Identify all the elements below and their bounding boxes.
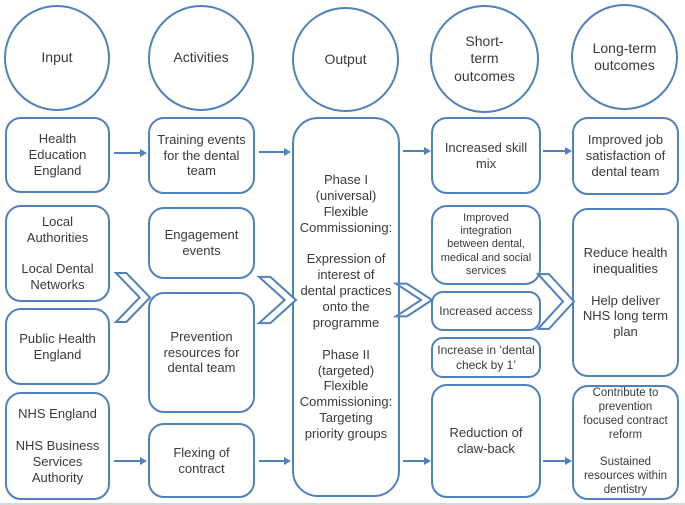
double-chevron-icon — [258, 276, 297, 324]
box-public-health-england: Public Health England — [5, 308, 110, 385]
box-local-authorities-local-dental-networks: Local Authorities Local Dental Networks — [5, 205, 110, 302]
box-health-education-england: Health Education England — [5, 117, 110, 193]
right-arrow-icon — [543, 150, 570, 152]
box-flexing-of-contract: Flexing of contract — [148, 423, 255, 498]
right-arrow-icon — [403, 460, 429, 462]
box-reduction-of-claw-back: Reduction of claw-back — [431, 384, 541, 498]
box-prevention-resources: Prevention resources for dental team — [148, 292, 255, 413]
box-improved-integration: Improved integration between dental, med… — [431, 205, 541, 285]
right-arrow-icon — [403, 150, 429, 152]
box-nhs-england-nhs-business-services-authority: NHS England NHS Business Services Author… — [5, 392, 110, 500]
right-arrow-icon — [543, 460, 570, 462]
column-header-input: Input — [4, 5, 110, 111]
column-header-activities: Activities — [148, 5, 254, 111]
column-header-output: Output — [292, 7, 399, 112]
box-flexible-commissioning-phases: Phase I (universal) Flexible Commissioni… — [292, 117, 400, 497]
column-header-short-term-outcomes: Short- term outcomes — [430, 5, 539, 113]
right-arrow-icon — [114, 152, 145, 154]
box-reduce-health-inequalities: Reduce health inequalities Help deliver … — [572, 208, 679, 377]
figure-bottom-edge — [0, 503, 685, 505]
column-header-long-term-outcomes: Long-term outcomes — [571, 4, 678, 110]
box-contribute-contract-reform: Contribute to prevention focused contrac… — [572, 385, 679, 500]
double-chevron-icon — [537, 273, 575, 330]
double-chevron-icon — [115, 272, 151, 323]
right-arrow-icon — [259, 460, 289, 462]
right-arrow-icon — [259, 151, 289, 153]
box-increased-skill-mix: Increased skill mix — [431, 117, 541, 194]
box-increased-access: Increased access — [431, 291, 541, 331]
box-increase-dental-check-by-1: Increase in ‘dental check by 1’ — [431, 337, 541, 378]
box-improved-job-satisfaction: Improved job satisfaction of dental team — [572, 117, 679, 195]
box-training-events: Training events for the dental team — [148, 117, 255, 194]
right-arrow-icon — [114, 460, 145, 462]
box-engagement-events: Engagement events — [148, 207, 255, 279]
double-chevron-icon — [395, 283, 433, 317]
